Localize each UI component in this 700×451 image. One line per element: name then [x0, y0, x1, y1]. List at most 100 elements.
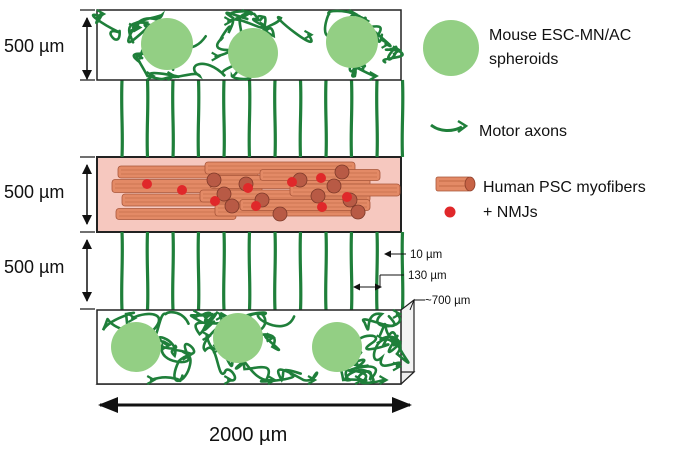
- nmj: [342, 192, 352, 202]
- channel-spacing-label: 130 µm: [408, 270, 447, 282]
- axon-tip: [215, 310, 226, 321]
- axon: [170, 57, 239, 80]
- axon-channel: [400, 79, 405, 158]
- myofiber-end: [310, 188, 326, 204]
- nmj-dots: [142, 173, 352, 212]
- device-depth-leader-down: [409, 299, 415, 311]
- axon: [276, 368, 319, 383]
- nmj: [142, 179, 152, 189]
- nmj: [287, 177, 297, 187]
- axon: [361, 312, 402, 331]
- myofiber-end: [224, 198, 240, 214]
- axon-tip: [96, 9, 107, 19]
- axon: [382, 45, 404, 64]
- axon: [225, 10, 254, 21]
- axon-tip: [378, 375, 389, 385]
- axon-tip: [192, 309, 203, 320]
- spheroid: [326, 16, 378, 68]
- axon: [127, 10, 165, 44]
- channel-length-label: 500 µm: [4, 257, 64, 277]
- axon-channel: [298, 79, 303, 158]
- axon-channel: [196, 79, 201, 158]
- axon-channel: [120, 79, 124, 158]
- nmj: [316, 173, 326, 183]
- myofiber: [239, 199, 371, 211]
- axon-tip: [128, 22, 139, 33]
- axon-channel: [247, 79, 252, 158]
- axon-channel: [171, 79, 175, 158]
- axon-tip: [303, 29, 314, 40]
- myofiber-end: [334, 164, 350, 180]
- axon-channel: [145, 79, 150, 158]
- legend-axons: Motor axons: [479, 123, 567, 140]
- legend-spheroids-line1: Mouse ESC-MN/AC: [489, 27, 631, 44]
- axon-legend-icon: [430, 123, 463, 132]
- axon-tip: [266, 332, 276, 343]
- myofiber-bundle: [111, 161, 401, 222]
- axon: [242, 360, 295, 383]
- axon-tip: [369, 71, 379, 81]
- axon-legend-tip: [457, 119, 469, 133]
- channel-width-label: 10 µm: [410, 249, 442, 261]
- axon-channel: [273, 79, 277, 158]
- axon-channel: [222, 79, 226, 158]
- nmj: [251, 201, 261, 211]
- axon-channel: [222, 231, 226, 311]
- nmj: [210, 196, 220, 206]
- device-depth-label: ~700 µm: [425, 295, 470, 307]
- axon: [135, 54, 180, 81]
- axon-tip: [127, 313, 138, 324]
- axon-channel: [349, 79, 354, 158]
- axon-tip: [267, 375, 278, 385]
- axon-tip: [381, 38, 391, 49]
- axon-tip: [162, 339, 173, 350]
- axon-tip: [146, 71, 156, 81]
- myofiber-end: [272, 206, 288, 222]
- myofiber-end: [350, 204, 366, 220]
- axon-channel: [145, 231, 150, 311]
- axon-tip: [202, 331, 212, 341]
- axon-tip: [211, 51, 221, 62]
- axon-channel: [196, 231, 201, 311]
- spheroid: [213, 313, 263, 363]
- myofiber-end: [326, 178, 342, 194]
- axon-tip: [146, 375, 157, 385]
- nmj-legend-icon: [444, 206, 456, 218]
- bottom-spheroid-compartment: [95, 298, 416, 385]
- nmj: [177, 185, 187, 195]
- axon: [189, 311, 214, 327]
- axon-channel: [273, 231, 277, 311]
- axon-tip: [223, 375, 234, 385]
- middle-height-label: 500 µm: [4, 182, 64, 202]
- legend: Mouse ESC-MN/AC spheroids Motor axons Hu…: [423, 20, 646, 221]
- spheroid: [141, 18, 193, 70]
- myofiber-legend-icon: [435, 176, 476, 192]
- axon-tip: [241, 9, 251, 19]
- axon-channel: [400, 231, 405, 311]
- axon-channel: [375, 231, 379, 311]
- axon: [149, 354, 192, 383]
- muscle-compartment: [96, 156, 402, 233]
- myofiber-end: [206, 172, 222, 188]
- spheroid: [312, 322, 362, 372]
- axon: [91, 12, 121, 41]
- axon-channel: [247, 231, 252, 311]
- myofiber-end: [216, 186, 232, 202]
- axon: [230, 15, 267, 44]
- axon-channel: [324, 79, 328, 158]
- axon-channel: [349, 231, 354, 311]
- axon: [131, 310, 190, 340]
- axon-tip: [307, 375, 318, 385]
- axon-channel: [120, 231, 124, 311]
- nmj: [243, 183, 253, 193]
- axon-channel: [375, 79, 379, 158]
- axon-tip: [392, 45, 403, 56]
- legend-spheroids-line2: spheroids: [489, 51, 558, 68]
- spheroid: [111, 322, 161, 372]
- device-width-label: 2000 µm: [209, 424, 287, 446]
- axon-channel: [298, 231, 303, 311]
- legend-myofibers-line1: Human PSC myofibers: [483, 179, 646, 196]
- spheroid-legend-icon: [423, 20, 479, 76]
- axon: [158, 336, 196, 359]
